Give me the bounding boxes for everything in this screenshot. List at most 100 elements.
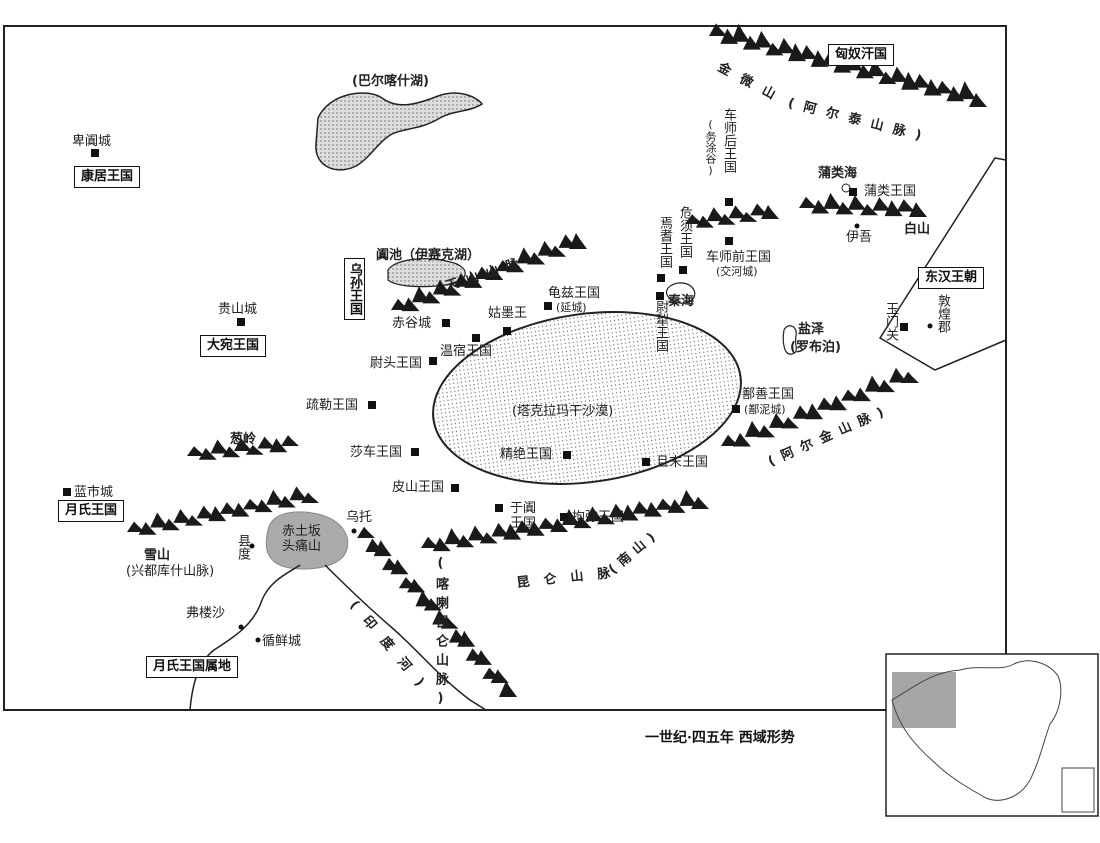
label-shache: 莎车王国 — [350, 445, 403, 460]
label-xunxiancheng: 循鲜城 — [262, 634, 302, 649]
indus-river — [324, 564, 487, 711]
label-pishan: 皮山王国 — [392, 480, 445, 495]
mountain-peak — [173, 509, 192, 523]
mountain-peak — [745, 420, 763, 437]
city-square-marker — [91, 149, 99, 157]
mountain-peak — [847, 194, 866, 210]
label-yanze: 盐泽 — [798, 322, 825, 337]
mountain-peak — [503, 523, 522, 540]
label-congling: 葱岭 — [230, 432, 257, 447]
label-puleiwang: 蒲类王国 — [864, 184, 917, 199]
city-square-marker — [442, 319, 450, 327]
mountain-peak — [269, 438, 288, 453]
label-jiaohecheng: (交河城) — [716, 265, 758, 278]
label-baishan: 白山 — [904, 222, 931, 237]
mountain-peak — [485, 265, 504, 281]
city-dot-marker — [927, 323, 933, 329]
mountain-peak — [691, 496, 709, 509]
mountain-peak — [423, 598, 442, 611]
mountain-peak — [835, 201, 854, 215]
mountain-peak — [872, 197, 891, 211]
inset-map — [885, 653, 1099, 817]
label-yiwu: 伊吾 — [846, 230, 873, 245]
label-shule: 疏勒王国 — [306, 398, 359, 413]
inset-highlight — [892, 672, 956, 728]
mountain-peak — [187, 446, 205, 456]
label-yanqi: 焉耆王国 — [657, 216, 672, 268]
mountain-peak — [548, 245, 567, 257]
label-yumenguan: 玉门关 — [883, 302, 898, 341]
taklamakan-desert — [432, 311, 742, 485]
city-square-marker — [451, 484, 459, 492]
mountain-peak — [750, 203, 769, 216]
mountain-peak — [799, 196, 817, 208]
lake-qinhai — [665, 282, 696, 304]
mountain-peak — [776, 37, 795, 54]
kingdom-dawan: 大宛王国 — [200, 335, 267, 357]
mountain-peak — [585, 506, 604, 522]
mountain-peak — [245, 444, 264, 455]
label-yutian: 于阗 王国 — [509, 501, 536, 531]
mountain-peak — [667, 499, 686, 513]
mountain-peak — [781, 417, 799, 429]
mountain-peak — [527, 252, 546, 265]
label-xueshan: 雪山 — [144, 548, 171, 563]
mountain-peak — [185, 515, 203, 526]
city-square-marker — [503, 327, 511, 335]
mountain-peak — [401, 297, 420, 312]
mountain-peak — [138, 521, 157, 535]
city-square-marker — [679, 266, 687, 274]
label-jushi-qian: 车师前王国 — [706, 250, 772, 265]
lake-balkhash — [315, 92, 484, 171]
mountain-peak — [901, 371, 919, 383]
city-square-marker — [472, 334, 480, 342]
mountain-peak — [301, 492, 319, 503]
label-beitiancheng: 卑阗城 — [72, 134, 112, 149]
mountain-peak — [823, 192, 842, 209]
label-fuloushā: 弗楼沙 — [186, 606, 226, 621]
label-taklamakan: (塔克拉玛干沙漠) — [512, 404, 614, 419]
mountain-peak — [161, 518, 180, 531]
mountain-peak — [440, 617, 459, 629]
mountain-peak — [709, 23, 727, 36]
mountain-peak — [679, 489, 698, 506]
mountain-peak — [254, 499, 273, 513]
mountain-peak — [597, 513, 616, 525]
mountain-peak — [860, 204, 879, 216]
mountain-peak — [909, 202, 927, 217]
city-square-marker — [657, 274, 665, 282]
kingdom-yuezhi-territory: 月氏王国属地 — [146, 656, 239, 678]
lake-pulei — [841, 183, 851, 193]
range-xueshan — [127, 486, 319, 535]
mountain-peak — [456, 534, 475, 548]
label-balkhash: (巴尔喀什湖) — [352, 74, 429, 89]
mountain-peak — [257, 436, 276, 449]
mountain-peak — [799, 45, 818, 59]
city-square-marker — [495, 504, 503, 512]
mountain-peak — [877, 379, 895, 393]
label-karakoram: (喀喇昆仑山脉) — [433, 556, 448, 712]
city-square-marker — [849, 188, 857, 196]
mountain-peak — [514, 520, 533, 533]
city-square-marker — [725, 198, 733, 206]
label-jumi: 拘弥王国 — [572, 510, 625, 525]
range-baishan — [799, 192, 927, 217]
city-square-marker — [563, 451, 571, 459]
mountain-peak — [289, 486, 308, 501]
mountain-peak — [811, 199, 830, 214]
label-qiuci: 龟兹王国 — [548, 286, 601, 301]
label-yinicheng: (鄯泥城) — [744, 403, 786, 416]
mountain-peak — [969, 93, 987, 107]
city-square-marker — [63, 488, 71, 496]
mountain-peak — [757, 425, 775, 438]
mountain-peak — [222, 446, 241, 458]
mountain-peak — [644, 501, 663, 517]
mountain-peak — [219, 502, 238, 514]
label-qiemo: 且末王国 — [656, 455, 709, 470]
mountain-peak — [733, 432, 751, 447]
mountain-peak — [491, 522, 510, 537]
mountain-peak — [479, 532, 498, 544]
kingdom-wusun: 乌孙王国 — [344, 258, 365, 320]
map-frame — [3, 25, 1007, 711]
